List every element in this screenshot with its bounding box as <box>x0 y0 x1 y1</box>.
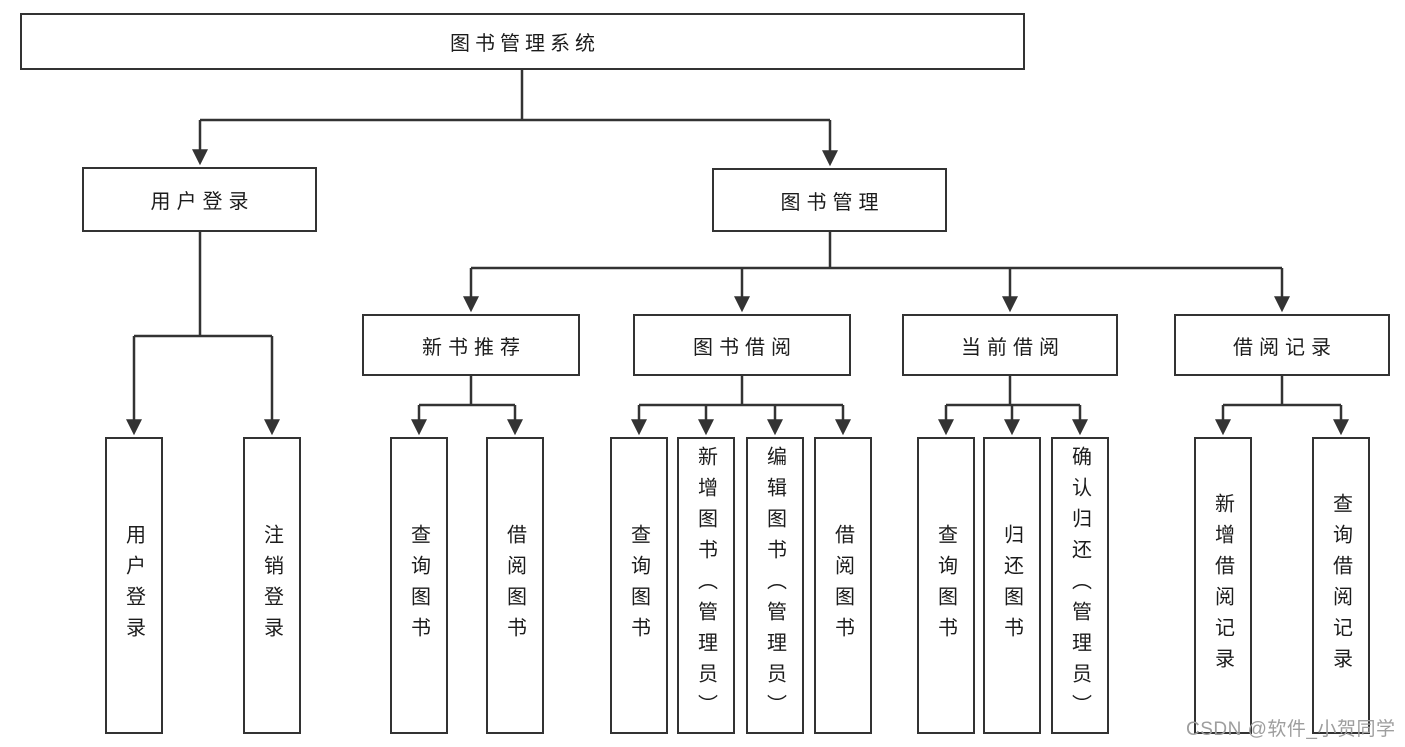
leaf-add-borrow-record: 新增借阅记录 <box>1194 437 1252 734</box>
leaf-query-books-recommend: 查询图书 <box>390 437 448 734</box>
node-book-management: 图书管理 <box>712 168 947 232</box>
leaf-query-books-borrowing: 查询图书 <box>610 437 668 734</box>
leaf-user-login: 用户登录 <box>105 437 163 734</box>
tree-elbow-lines <box>134 70 1341 407</box>
leaf-confirm-return-admin: 确认归还（管理员） <box>1051 437 1109 734</box>
leaf-borrow-books-recommend: 借阅图书 <box>486 437 544 734</box>
leaf-query-books-current: 查询图书 <box>917 437 975 734</box>
leaf-logout-login: 注销登录 <box>243 437 301 734</box>
leaf-query-borrow-record: 查询借阅记录 <box>1312 437 1370 734</box>
node-root-library-system: 图书管理系统 <box>20 13 1025 70</box>
node-user-login: 用户登录 <box>82 167 317 232</box>
node-current-borrowing: 当前借阅 <box>902 314 1118 376</box>
node-borrowing-records: 借阅记录 <box>1174 314 1390 376</box>
leaf-borrow-books-borrowing: 借阅图书 <box>814 437 872 734</box>
node-book-borrowing: 图书借阅 <box>633 314 851 376</box>
leaf-edit-books-admin: 编辑图书（管理员） <box>746 437 804 734</box>
csdn-watermark: CSDN @软件_小贺同学 <box>1186 719 1396 740</box>
node-new-book-recommend: 新书推荐 <box>362 314 580 376</box>
leaf-return-books: 归还图书 <box>983 437 1041 734</box>
leaf-add-books-admin: 新增图书（管理员） <box>677 437 735 734</box>
